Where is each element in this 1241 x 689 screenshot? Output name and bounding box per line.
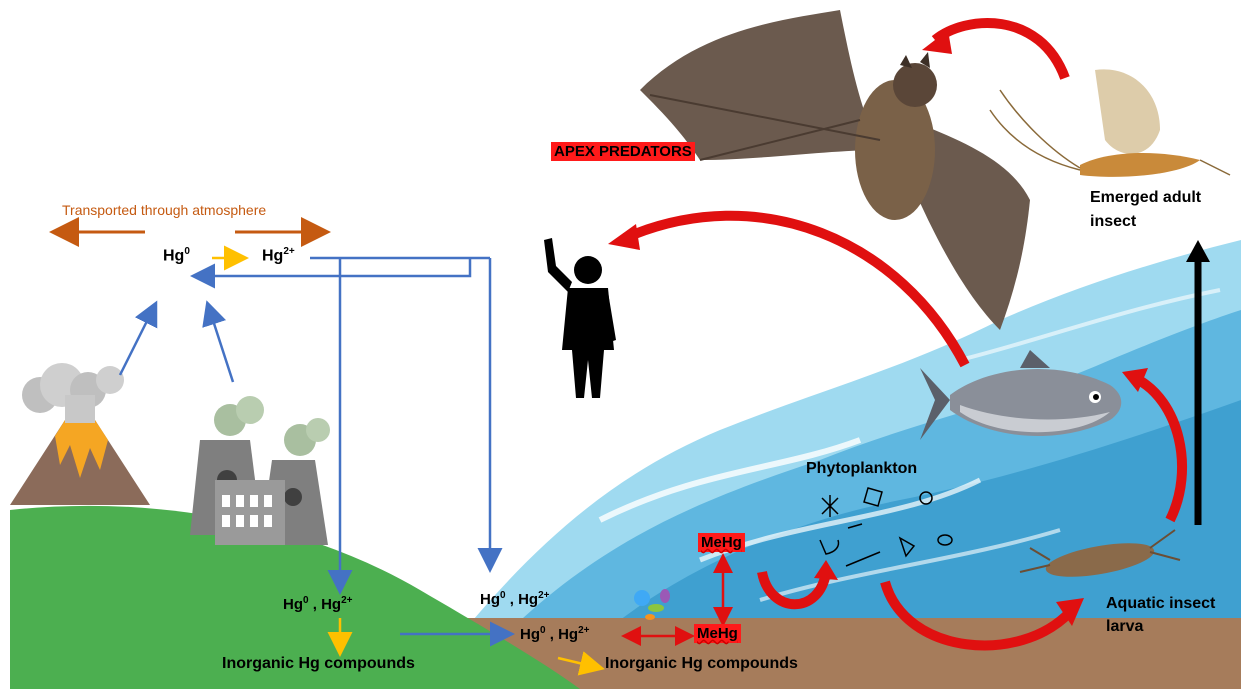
mehg-sediment-label: MeHg (694, 624, 741, 643)
human-silhouette (544, 238, 616, 398)
phytoplankton-label: Phytoplankton (806, 460, 917, 478)
aquatic-insect-larva-label: Aquatic insect larva (1106, 592, 1226, 638)
land-inorganic-label: Inorganic Hg compounds (222, 655, 415, 673)
transport-label: Transported through atmosphere (62, 202, 266, 218)
mehg-water-label: MeHg (698, 533, 745, 552)
volcano-illustration (10, 363, 150, 505)
atm-hg0-label: Hg0 (163, 246, 190, 265)
sediment-inorganic-label: Inorganic Hg compounds (605, 655, 798, 673)
emerged-adult-insect-label: Emerged adult insect (1090, 186, 1240, 234)
bat-illustration (640, 10, 1030, 330)
plant-to-atm-arrow (208, 305, 233, 382)
fish-to-human-arrow (625, 216, 965, 365)
sediment-hg-label: Hg0 , Hg2+ (520, 625, 589, 643)
volcano-to-atm-arrow (120, 305, 155, 375)
power-plant-illustration (190, 396, 330, 545)
insect-to-bat-arrow (935, 23, 1065, 78)
apex-predators-label: APEX PREDATORS (551, 142, 695, 161)
mayfly-illustration (990, 69, 1230, 177)
atm-hg2-label: Hg2+ (262, 246, 295, 265)
water-hg-label: Hg0 , Hg2+ (480, 590, 549, 608)
return-line (340, 258, 470, 276)
land-hg-label: Hg0 , Hg2+ (283, 595, 352, 613)
